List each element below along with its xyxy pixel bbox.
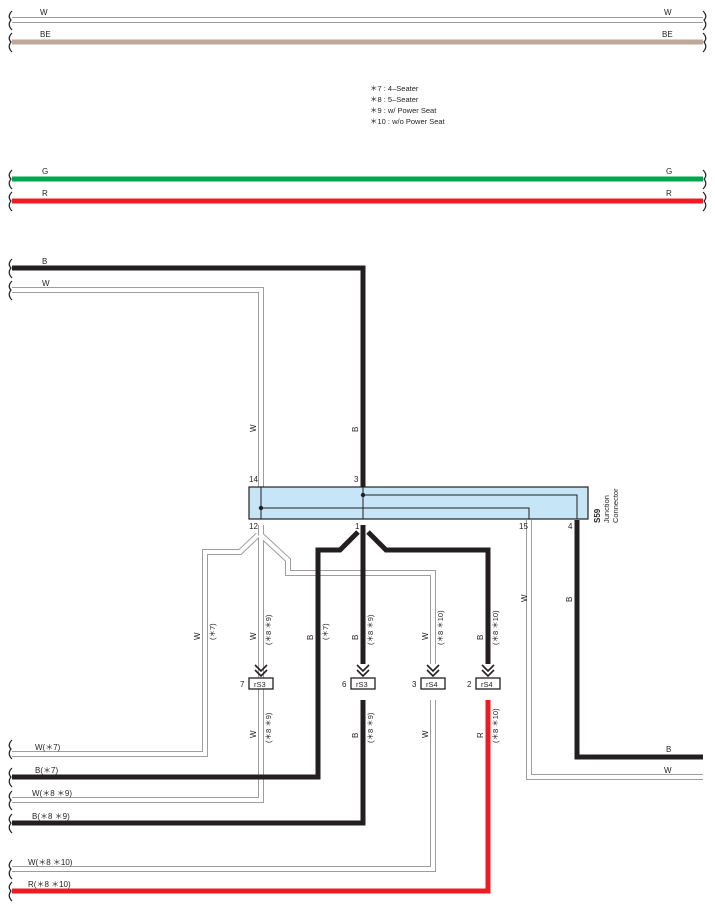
- top-wire-be-label-right: BE: [662, 30, 673, 39]
- branch-cond-label: (＊7): [321, 623, 330, 640]
- vertical-b-out-label: B: [565, 597, 574, 602]
- pin-label-14: 14: [249, 475, 258, 484]
- upper-wire-b-label: B: [42, 257, 47, 266]
- top-wire-be-label-left: BE: [40, 30, 51, 39]
- legend-item: ＊10 : w/o Power Seat: [370, 117, 446, 126]
- bottom-left-label: W(＊8 ＊9): [32, 789, 72, 798]
- pin-label-1: 1: [355, 522, 360, 531]
- lower-vertical-labels: W (＊8 ＊9) B (＊8 ＊9) W R (＊8 ＊10): [249, 708, 500, 743]
- splice-chevrons: [254, 664, 495, 678]
- red-wire-out: [12, 700, 491, 894]
- black-wires: [12, 265, 703, 826]
- branch-color-label: B: [476, 635, 485, 640]
- lower-color-label: R: [476, 732, 485, 738]
- branch-color-label: W: [193, 632, 202, 640]
- branch-cond-label: (＊8 ＊10): [436, 610, 445, 645]
- branch-color-label: B: [306, 635, 315, 640]
- branch-labels: W (＊7) W (＊8 ＊9) B (＊7) B (＊8 ＊9) W (＊8 …: [193, 610, 500, 645]
- vertical-b-in-label: B: [351, 427, 360, 432]
- pin-label-15: 15: [519, 522, 528, 531]
- lower-color-label: B: [351, 733, 360, 738]
- splice-name: rS4: [426, 680, 438, 689]
- branch-cond-label: (＊8 ＊9): [366, 614, 375, 645]
- pin-label-4: 4: [568, 522, 573, 531]
- top-wire-r-label-right: R: [666, 189, 672, 198]
- splice-name: rS3: [254, 680, 266, 689]
- top-wire-w-label-right: W: [664, 8, 672, 17]
- splice-pin: 2: [467, 680, 472, 689]
- vertical-w-out-label: W: [520, 594, 529, 602]
- branch-color-label: W: [421, 632, 430, 640]
- connector-name: S59 Junction Connector: [593, 488, 620, 523]
- legend: ＊7 : 4–Seater ＊8 : 5–Seater ＊9 : w/ Powe…: [370, 84, 446, 126]
- legend-item: ＊7 : 4–Seater: [370, 84, 419, 93]
- pin-label-3: 3: [354, 475, 359, 484]
- connector-id: S59: [593, 508, 602, 523]
- top-wire-w-label-left: W: [40, 8, 48, 17]
- bottom-left-label: B(＊7): [35, 766, 58, 775]
- splice-name: rS4: [481, 680, 493, 689]
- bottom-right-label: B: [666, 745, 671, 754]
- branch-cond-label: (＊8 ＊10): [491, 610, 500, 645]
- top-wire-g-label-left: G: [42, 167, 48, 176]
- lower-cond-label: (＊8 ＊10): [491, 708, 500, 743]
- top-wire-r-label-left: R: [42, 189, 48, 198]
- branch-color-label: W: [249, 632, 258, 640]
- connector-name-line1: Junction: [602, 495, 611, 523]
- bottom-left-label: W(＊7): [35, 743, 61, 752]
- wire-break-markers: [8, 10, 707, 902]
- lower-cond-label: (＊8 ＊9): [366, 712, 375, 743]
- branch-color-label: B: [351, 635, 360, 640]
- splice-pin: 6: [342, 680, 347, 689]
- bottom-left-label: W(＊8 ＊10): [28, 858, 73, 867]
- splice-connectors: [248, 677, 501, 690]
- splice-pin: 3: [412, 680, 417, 689]
- lower-color-label: W: [421, 730, 430, 738]
- upper-wire-w-label: W: [42, 279, 50, 288]
- branch-cond-label: (＊8 ＊9): [264, 614, 273, 645]
- branch-cond-label: (＊7): [208, 623, 217, 640]
- splice-name: rS3: [356, 680, 368, 689]
- legend-item: ＊9 : w/ Power Seat: [370, 106, 437, 115]
- junction-connector-s59: [248, 486, 589, 520]
- lower-cond-label: (＊8 ＊9): [264, 712, 273, 743]
- white-wires: [12, 287, 703, 872]
- bottom-right-label: W: [664, 766, 672, 775]
- connector-name-line2: Connector: [611, 488, 620, 523]
- vertical-w-in-label: W: [249, 424, 258, 432]
- bottom-left-labels: W(＊7) B(＊7) W(＊8 ＊9) B(＊8 ＊9) W(＊8 ＊10) …: [28, 743, 73, 889]
- pin-label-12: 12: [249, 522, 258, 531]
- legend-item: ＊8 : 5–Seater: [370, 95, 419, 104]
- bottom-left-label: R(＊8 ＊10): [28, 880, 71, 889]
- bottom-left-label: B(＊8 ＊9): [32, 812, 70, 821]
- lower-color-label: W: [249, 730, 258, 738]
- splice-pin: 7: [240, 680, 245, 689]
- top-wire-g-label-right: G: [666, 167, 672, 176]
